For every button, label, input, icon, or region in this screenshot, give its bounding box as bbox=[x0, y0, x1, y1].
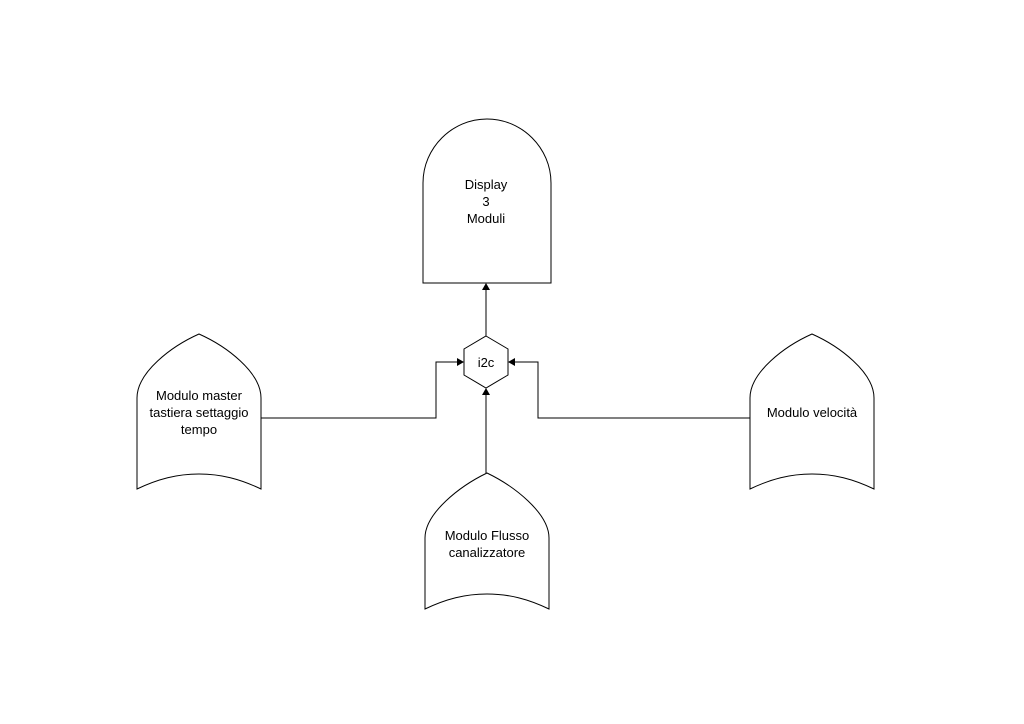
edge-line bbox=[261, 361, 460, 419]
arrowhead bbox=[482, 388, 490, 395]
flusso-label-line-1: Modulo Flusso bbox=[445, 528, 530, 543]
display-label-line-1: Display bbox=[465, 177, 508, 192]
edge-i2c-to-display[interactable] bbox=[482, 283, 490, 336]
node-master[interactable]: Modulo master tastiera settaggio tempo bbox=[136, 333, 262, 490]
velocita-label: Modulo velocità bbox=[767, 405, 858, 420]
edge-flusso-to-i2c[interactable] bbox=[482, 388, 490, 473]
velocita-shape bbox=[749, 333, 875, 490]
display-label-line-2: 3 bbox=[482, 194, 489, 209]
master-label-line-2: tastiera settaggio bbox=[149, 405, 248, 420]
node-i2c[interactable]: i2c bbox=[463, 335, 509, 389]
arrowhead bbox=[482, 283, 490, 290]
edge-master-to-i2c[interactable] bbox=[261, 358, 464, 419]
node-flusso[interactable]: Modulo Flusso canalizzatore bbox=[424, 472, 550, 610]
display-shape bbox=[422, 118, 552, 284]
edge-line bbox=[512, 361, 750, 419]
master-label-line-3: tempo bbox=[181, 422, 217, 437]
node-velocita[interactable]: Modulo velocità bbox=[749, 333, 875, 490]
i2c-hexagon bbox=[463, 335, 509, 389]
edge-velocita-to-i2c[interactable] bbox=[508, 358, 750, 419]
master-label-line-1: Modulo master bbox=[156, 388, 243, 403]
master-shape bbox=[136, 333, 262, 490]
flusso-label-line-2: canalizzatore bbox=[449, 545, 526, 560]
arrowhead bbox=[457, 358, 464, 366]
i2c-label: i2c bbox=[478, 355, 495, 370]
arrowhead bbox=[508, 358, 515, 366]
node-display[interactable]: Display 3 Moduli bbox=[422, 118, 552, 284]
display-label-line-3: Moduli bbox=[467, 211, 505, 226]
flusso-shape bbox=[424, 472, 550, 610]
